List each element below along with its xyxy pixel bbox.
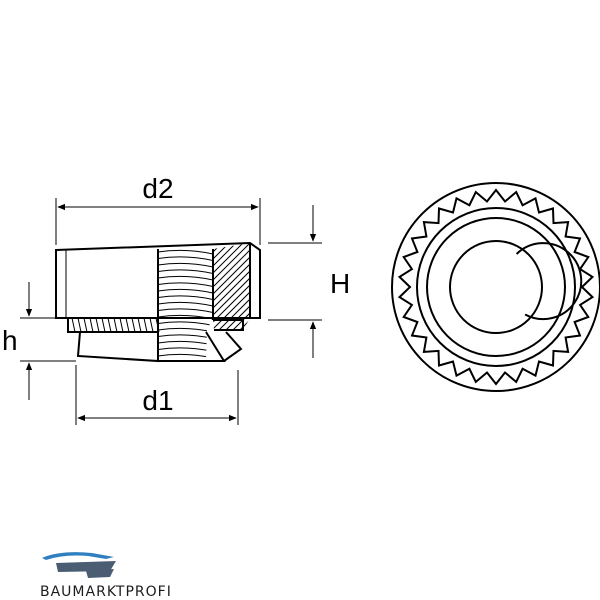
- thread-line: [158, 334, 213, 339]
- hatch-line: [213, 281, 250, 330]
- bore-circle: [449, 240, 543, 334]
- hatch-line: [213, 246, 250, 295]
- knurl-tooth: [107, 317, 112, 333]
- hatch-line: [213, 163, 260, 210]
- hatch-line: [213, 243, 250, 267]
- hatch-line: [213, 323, 250, 330]
- hatch-line: [213, 177, 260, 224]
- hatch-line: [213, 274, 250, 323]
- thread-line: [158, 288, 213, 294]
- thread-line: [158, 340, 213, 346]
- hatch-line: [213, 302, 250, 330]
- knurl-tooth: [101, 317, 106, 333]
- thread-line: [158, 262, 213, 268]
- hatch-line: [213, 156, 260, 203]
- section-outline: [213, 319, 244, 331]
- knurl-ring: [67, 317, 160, 333]
- inner-ring: [416, 207, 576, 367]
- thread-line: [158, 275, 213, 281]
- knurl-tooth: [89, 317, 94, 333]
- outer-circle: [391, 182, 600, 392]
- side-view: [55, 156, 261, 363]
- hatch-line: [213, 243, 250, 260]
- hatch-line: [213, 316, 250, 330]
- hatch-line: [213, 243, 250, 281]
- thread-line: [158, 314, 213, 320]
- logo-accent-swoosh: [42, 552, 114, 560]
- hatch-line: [213, 243, 250, 246]
- dimension-d2: d2: [55, 173, 261, 245]
- hatch-line: [213, 253, 250, 302]
- thread-line: [158, 301, 213, 307]
- shank-circle: [426, 217, 566, 357]
- thread-line: [158, 295, 213, 300]
- front-view: [391, 182, 600, 392]
- thread-line: [158, 321, 213, 326]
- hatch-line: [213, 170, 260, 217]
- head-body: [55, 241, 261, 319]
- knurl-tooth: [113, 317, 118, 333]
- knurl-tooth: [95, 317, 100, 333]
- dimension-h: h: [2, 282, 76, 400]
- thread-line: [158, 327, 213, 333]
- logo-text: BAUMARKTPROFI: [40, 584, 172, 600]
- dimension-H: H: [268, 205, 350, 358]
- dimension-label-d2: d2: [142, 173, 173, 204]
- thread-lines: [158, 249, 213, 359]
- hatch-line: [213, 260, 250, 309]
- thread-arc: [515, 242, 583, 321]
- dimension-d1: d1: [75, 365, 239, 425]
- dimension-label-d1: d1: [142, 385, 173, 416]
- knurl-tooth: [125, 317, 130, 333]
- hatch-line: [213, 288, 250, 330]
- knurl-tooth: [149, 317, 154, 333]
- dimension-label-H: H: [330, 268, 350, 299]
- thread-line: [158, 256, 213, 261]
- dimension-label-h: h: [2, 325, 18, 356]
- thread-line: [158, 282, 213, 287]
- knurl-tooth: [143, 317, 148, 333]
- hatch-line: [213, 243, 250, 274]
- hatch-line: [213, 191, 260, 238]
- logo-roof-shape: [56, 561, 116, 572]
- knurl-teeth: [397, 188, 595, 386]
- knurl-tooth: [137, 317, 142, 333]
- thread-line: [158, 269, 213, 274]
- shank-bevel: [223, 331, 243, 362]
- logo-roof-shape-2: [86, 569, 114, 578]
- hatch-line: [213, 267, 250, 316]
- thread-line: [158, 353, 213, 359]
- knurl-tooth: [71, 317, 76, 333]
- hatch-line: [213, 243, 250, 288]
- thread-line: [158, 308, 213, 313]
- shank-cone: [76, 331, 159, 363]
- thread-line: [158, 249, 213, 255]
- knurl-tooth: [83, 317, 88, 333]
- knurl-tooth: [131, 317, 136, 333]
- thread-line: [158, 347, 213, 352]
- knurl-tooth: [77, 317, 82, 333]
- knurl-tooth: [119, 317, 124, 333]
- brand-logo: BAUMARKTPROFI: [40, 552, 172, 600]
- shank-right: [158, 331, 226, 362]
